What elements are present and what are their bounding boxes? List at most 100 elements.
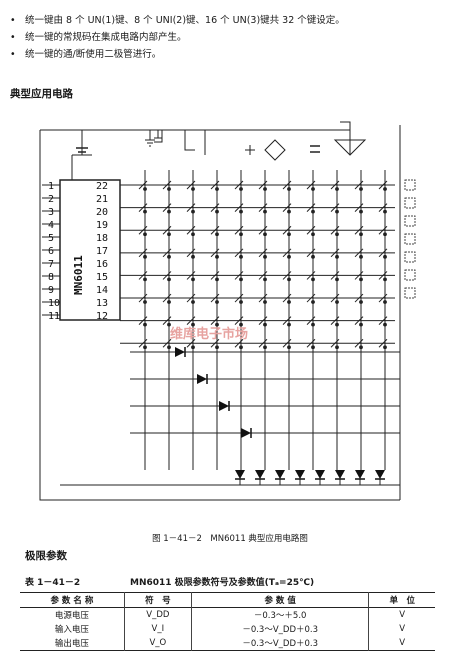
- key-node: [215, 254, 219, 259]
- key-matrix: [42, 170, 416, 486]
- key-node: [335, 209, 339, 214]
- key-switch-mark: [234, 293, 244, 303]
- key-switch-mark: [186, 271, 196, 280]
- key-switch-mark: [282, 271, 292, 280]
- header-unit: 单 位: [368, 592, 435, 608]
- key-switch-mark: [354, 248, 364, 258]
- pin-label-left: 11: [48, 311, 60, 322]
- key-node: [143, 254, 147, 259]
- key-switch-mark: [330, 180, 340, 190]
- key-switch-mark: [210, 180, 220, 190]
- key-switch-mark: [186, 338, 196, 348]
- key-node: [359, 187, 363, 191]
- key-switch-mark: [138, 316, 148, 326]
- key-switch-mark: [186, 293, 196, 303]
- key-node: [263, 277, 267, 282]
- key-switch-mark: [234, 316, 244, 326]
- key-switch-mark: [354, 225, 364, 235]
- key-node: [287, 254, 291, 259]
- header-symbol: 符 号: [123, 592, 192, 608]
- key-node: [143, 209, 147, 214]
- key-switch-mark: [354, 271, 364, 280]
- table-header-row: 参 数 名 称 符 号 参 数 值 单 位: [20, 592, 435, 608]
- key-node: [239, 277, 243, 282]
- key-node: [191, 345, 195, 350]
- key-switch-mark: [378, 338, 388, 348]
- key-switch-mark: [354, 203, 364, 212]
- bottom-diode: [375, 470, 385, 479]
- key-node: [359, 277, 363, 282]
- key-switch-mark: [354, 293, 364, 303]
- key-switch-mark: [258, 180, 268, 190]
- key-node: [335, 277, 339, 282]
- cell-value: －0.3～＋5.0: [190, 607, 369, 622]
- static-wiring: [39, 121, 401, 501]
- bullet-text: 统一键的通/断使用二极管进行。: [25, 49, 162, 60]
- key-node: [359, 209, 363, 214]
- key-node: [239, 187, 243, 191]
- key-node: [167, 322, 171, 327]
- cell-param-name: 输入电压: [54, 625, 89, 635]
- mn6011-chip: MN6011: [59, 179, 121, 321]
- key-switch-mark: [282, 293, 292, 303]
- key-switch-mark: [162, 225, 172, 235]
- diode-array: [175, 347, 385, 480]
- key-node: [143, 300, 147, 304]
- staircase-diode: [197, 374, 207, 384]
- key-node: [287, 300, 291, 304]
- key-node: [287, 209, 291, 214]
- key-switch-mark: [234, 180, 244, 190]
- pin-label-left: 2: [48, 194, 54, 205]
- key-node: [287, 322, 291, 327]
- key-terminal-box: [404, 179, 416, 191]
- key-node: [383, 209, 387, 214]
- key-switch-mark: [354, 180, 364, 190]
- key-switch-mark: [258, 203, 268, 212]
- key-switch-mark: [138, 203, 148, 212]
- pin-label-left: 3: [48, 207, 54, 218]
- key-switch-mark: [234, 225, 244, 235]
- key-switch-mark: [330, 225, 340, 235]
- key-switch-mark: [162, 248, 172, 258]
- key-switch-mark: [258, 338, 268, 348]
- staircase-diode: [175, 347, 185, 357]
- key-node: [263, 345, 267, 350]
- key-switch-mark: [186, 225, 196, 235]
- key-switch-mark: [138, 180, 148, 190]
- key-node: [335, 345, 339, 350]
- key-switch-mark: [162, 293, 172, 303]
- bullet-text: 统一键由 8 个 UN(1)键、8 个 UNI(2)键、16 个 UN(3)键共…: [25, 15, 345, 26]
- key-node: [143, 187, 147, 191]
- key-node: [215, 277, 219, 282]
- bottom-diode: [335, 470, 345, 479]
- key-node: [359, 232, 363, 237]
- cell-unit: V: [368, 607, 435, 622]
- key-switch-mark: [306, 271, 316, 280]
- circuit-diagram: MN6011 123456789101122212019181716151413…: [39, 121, 416, 501]
- pin-label-left: 5: [48, 233, 54, 244]
- key-switch-mark: [282, 225, 292, 235]
- key-switch-mark: [138, 248, 148, 258]
- key-node: [191, 232, 195, 237]
- section-heading-circuit: 典型应用电路: [10, 88, 73, 100]
- staircase-diode: [241, 428, 251, 438]
- table-row: 输入电压 V_I －0.3～V_DD＋0.3 V: [20, 622, 435, 636]
- bottom-diode: [315, 470, 325, 479]
- bullet-list: •统一键由 8 个 UN(1)键、8 个 UNI(2)键、16 个 UN(3)键…: [10, 12, 450, 63]
- key-switch-mark: [306, 225, 316, 235]
- key-node: [359, 300, 363, 304]
- staircase-diode: [219, 401, 229, 411]
- key-node: [215, 322, 219, 327]
- key-switch-mark: [282, 203, 292, 212]
- key-terminal-box: [404, 251, 416, 263]
- key-switch-mark: [306, 338, 316, 348]
- key-node: [335, 322, 339, 327]
- cell-symbol: V_DD: [123, 607, 192, 622]
- key-node: [311, 254, 315, 259]
- key-node: [287, 277, 291, 282]
- key-node: [311, 209, 315, 214]
- key-node: [383, 187, 387, 191]
- key-node: [215, 345, 219, 350]
- pin-label-left: 1: [48, 181, 54, 192]
- key-terminal-box: [404, 269, 416, 281]
